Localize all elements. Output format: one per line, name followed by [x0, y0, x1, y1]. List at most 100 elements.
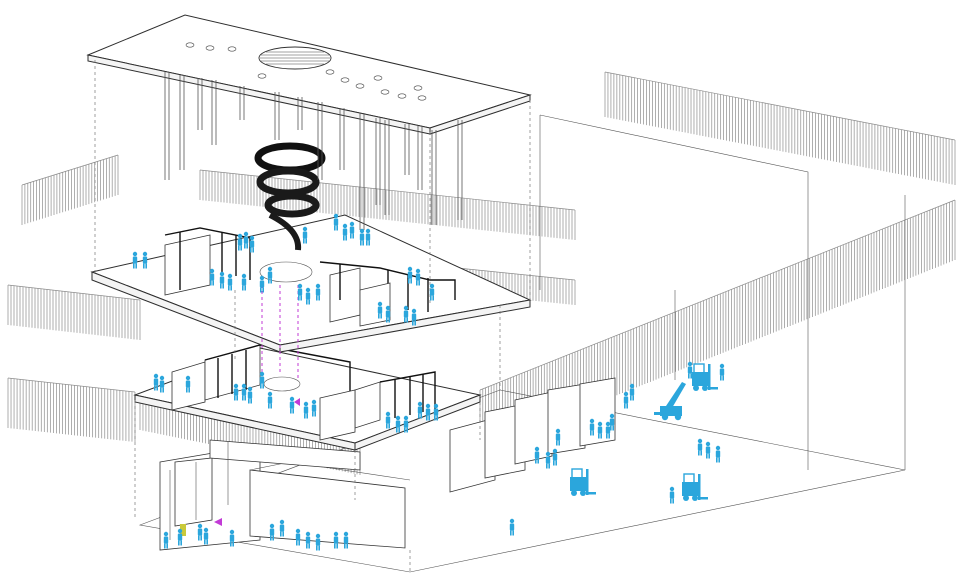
person-icon	[303, 401, 309, 419]
skylight-icon	[340, 77, 350, 83]
magenta-marker-icon	[294, 398, 300, 406]
people-layer	[132, 213, 725, 551]
person-icon	[259, 275, 265, 293]
person-icon	[589, 418, 595, 436]
person-icon	[259, 371, 265, 389]
person-icon	[233, 383, 239, 401]
person-icon	[132, 251, 138, 269]
person-icon	[177, 528, 183, 546]
skylight-icon	[205, 45, 215, 51]
person-icon	[629, 383, 635, 401]
person-icon	[302, 226, 308, 244]
person-icon	[249, 235, 255, 253]
person-icon	[241, 383, 247, 401]
ground-hall	[138, 114, 906, 573]
person-icon	[297, 283, 303, 301]
person-icon	[403, 415, 409, 433]
skylight-icon	[325, 69, 335, 75]
person-icon	[429, 283, 435, 301]
roof	[86, 14, 532, 230]
person-icon	[415, 268, 421, 286]
person-icon	[219, 271, 225, 289]
person-icon	[411, 308, 417, 326]
spiral-stair	[180, 142, 326, 536]
fence-right-upper	[604, 71, 956, 185]
person-icon	[279, 519, 285, 537]
person-icon	[237, 233, 243, 251]
person-icon	[417, 401, 423, 419]
skylight-icon	[413, 85, 423, 91]
fence-left-mid	[7, 284, 141, 340]
person-icon	[311, 399, 317, 417]
person-icon	[227, 273, 233, 291]
person-icon	[267, 266, 273, 284]
telescopic-handler-icon	[654, 382, 686, 421]
person-icon	[269, 523, 275, 541]
person-icon	[333, 531, 339, 549]
person-icon	[687, 361, 693, 379]
person-icon	[509, 518, 515, 536]
person-icon	[545, 451, 551, 469]
person-icon	[697, 438, 703, 456]
person-icon	[209, 268, 215, 286]
forklift-icon	[570, 468, 596, 496]
fence-layer	[7, 71, 956, 475]
skylight-icon	[373, 75, 383, 81]
person-icon	[289, 396, 295, 414]
person-icon	[142, 251, 148, 269]
person-icon	[552, 448, 558, 466]
fence-left-lower	[7, 377, 136, 442]
skylight-icon	[397, 93, 407, 99]
person-icon	[305, 531, 311, 549]
person-icon	[385, 305, 391, 323]
skylight-icon	[227, 46, 237, 52]
forklift-icon	[682, 473, 708, 501]
person-icon	[197, 523, 203, 541]
person-icon	[555, 428, 561, 446]
person-icon	[609, 413, 615, 431]
person-icon	[241, 273, 247, 291]
person-icon	[229, 529, 235, 547]
person-icon	[159, 375, 165, 393]
skylight-icon	[257, 73, 267, 79]
mezzanine-floor	[133, 344, 482, 451]
person-icon	[597, 421, 603, 439]
person-icon	[243, 231, 249, 249]
yellow-marker-icon	[180, 524, 186, 536]
person-icon	[315, 283, 321, 301]
person-icon	[605, 421, 611, 439]
skylight-icon	[185, 42, 195, 48]
person-icon	[267, 391, 273, 409]
person-icon	[203, 527, 209, 545]
upper-floor	[90, 214, 532, 353]
person-icon	[247, 386, 253, 404]
person-icon	[407, 266, 413, 284]
person-icon	[623, 391, 629, 409]
person-icon	[342, 223, 348, 241]
person-icon	[295, 528, 301, 546]
person-icon	[185, 375, 191, 393]
forklift-icon	[692, 363, 718, 391]
person-icon	[359, 228, 365, 246]
person-icon	[403, 305, 409, 323]
person-icon	[365, 228, 371, 246]
person-icon	[395, 415, 401, 433]
person-icon	[377, 301, 383, 319]
person-icon	[163, 531, 169, 549]
person-icon	[385, 411, 391, 429]
skylight-icon	[417, 95, 427, 101]
fence-left-upper	[21, 154, 119, 225]
person-icon	[705, 441, 711, 459]
person-icon	[315, 533, 321, 551]
machine-layer	[570, 363, 718, 501]
person-icon	[669, 486, 675, 504]
fence-center-upper	[199, 169, 576, 240]
skylight-icon	[380, 89, 390, 95]
magenta-marker-icon	[214, 518, 222, 526]
person-icon	[719, 363, 725, 381]
person-icon	[153, 373, 159, 391]
person-icon	[715, 445, 721, 463]
person-icon	[433, 403, 439, 421]
